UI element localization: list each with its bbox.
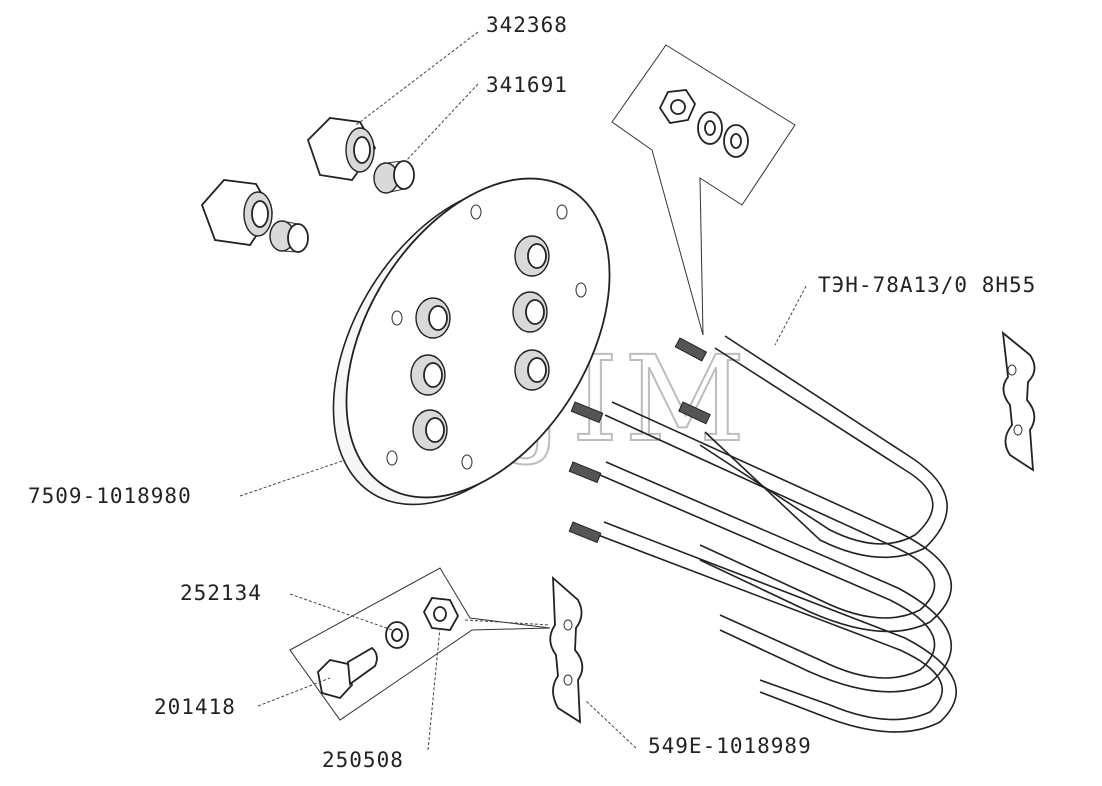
flange-plate (332, 177, 611, 506)
label-element-code: ТЭН-78А13/0 8Н55 (818, 273, 1036, 297)
bracket-right (1001, 330, 1036, 472)
leader-lines (239, 31, 807, 751)
nut-small (422, 597, 460, 631)
hardware-callout-top (611, 44, 796, 336)
boss-6 (412, 409, 448, 451)
bolt (317, 646, 378, 700)
boss-3 (415, 297, 451, 339)
washer (385, 621, 409, 649)
label-nut-small: 250508 (322, 748, 404, 772)
label-bracket: 549Е-1018989 (648, 734, 812, 758)
union-nut-lower (200, 179, 274, 246)
label-ferrule: 341691 (486, 73, 568, 97)
boss-2 (512, 291, 548, 333)
boss-4 (410, 354, 446, 396)
boss-5 (514, 349, 550, 391)
label-nut-large: 342368 (486, 13, 568, 37)
ferrule-lower (269, 220, 309, 253)
ferrule-upper (373, 160, 415, 194)
label-flange: 7509-1018980 (28, 484, 192, 508)
heating-element (568, 335, 957, 733)
bracket-bottom (549, 575, 584, 724)
union-nut-upper (306, 117, 377, 181)
label-bolt: 201418 (154, 695, 236, 719)
boss-1 (514, 235, 550, 277)
hardware-callout-bottom (289, 567, 551, 721)
label-washer: 252134 (180, 581, 262, 605)
